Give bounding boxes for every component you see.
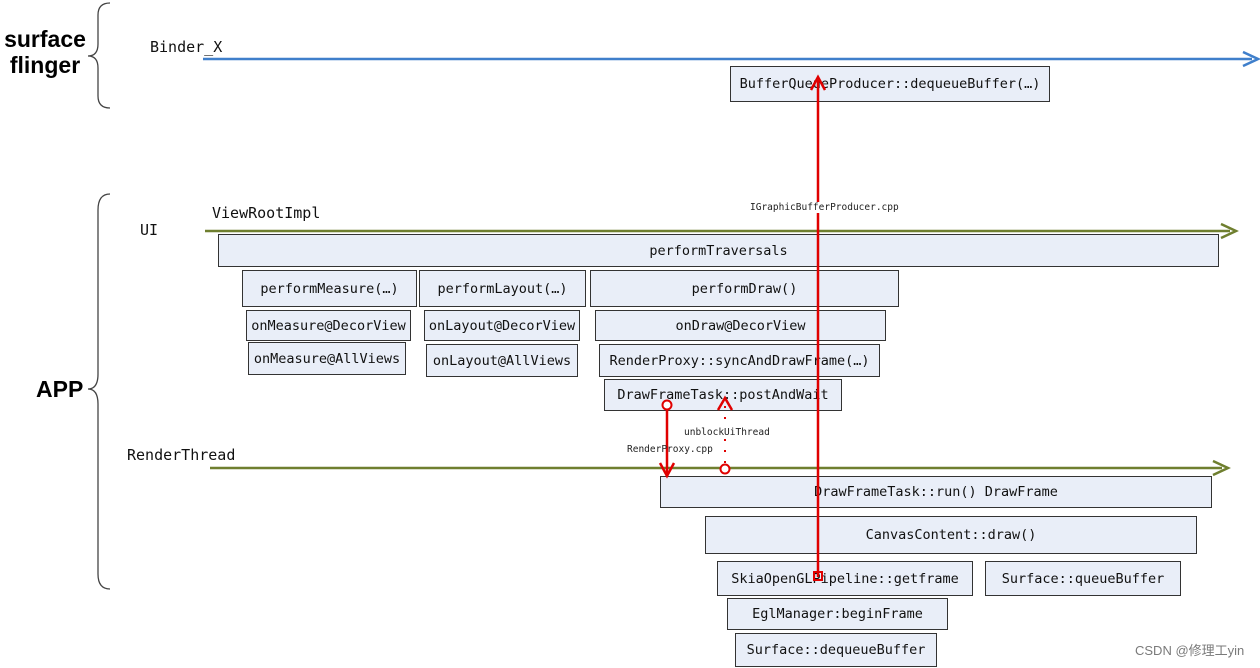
note-igraphicbufferproducer: IGraphicBufferProducer.cpp [750, 202, 899, 213]
note-renderproxy-cpp: RenderProxy.cpp [627, 444, 713, 455]
renderthread-lane-arrowhead [1212, 459, 1231, 477]
brace-surface-flinger [87, 2, 111, 109]
lane-label-renderthread: RenderThread [127, 446, 236, 464]
box-onmeasure-decorview: onMeasure@DecorView [246, 310, 411, 341]
box-bufferqueueproducer-dequeuebuffer: BufferQueueProducer::dequeueBuffer(…) [730, 66, 1050, 102]
brace-app [87, 193, 111, 590]
box-onlayout-decorview: onLayout@DecorView [424, 310, 580, 341]
ui-lane-arrowhead [1220, 222, 1239, 240]
box-performmeasure: performMeasure(…) [242, 270, 417, 307]
lane-label-binder: Binder_X [150, 38, 223, 56]
note-unblockuithread: unblockUiThread [684, 427, 770, 438]
box-surface-dequeuebuffer: Surface::dequeueBuffer [735, 633, 937, 667]
lane-label-viewrootimpl: ViewRootImpl [212, 204, 321, 222]
binder-lane-arrowhead [1242, 50, 1260, 68]
unblock-origin [719, 463, 731, 475]
box-ondraw-decorview: onDraw@DecorView [595, 310, 886, 341]
box-performtraversals: performTraversals [218, 234, 1219, 267]
box-onmeasure-allviews: onMeasure@AllViews [248, 342, 406, 375]
box-canvascontent-draw: CanvasContent::draw() [705, 516, 1197, 554]
group-label-surface-flinger: surface flinger [4, 26, 86, 78]
box-renderproxy-syncanddrawframe: RenderProxy::syncAndDrawFrame(…) [599, 344, 880, 377]
group-label-app: APP [36, 376, 84, 402]
box-onlayout-allviews: onLayout@AllViews [426, 344, 578, 377]
box-performlayout: performLayout(…) [419, 270, 586, 307]
box-performdraw: performDraw() [590, 270, 899, 307]
watermark: CSDN @修理工yin [1135, 643, 1245, 658]
postandwait-call-arrowhead [658, 462, 676, 479]
box-surface-queuebuffer: Surface::queueBuffer [985, 561, 1181, 596]
box-drawframetask-postandwait: DrawFrameTask::postAndWait [604, 379, 842, 411]
box-skiaopenglpipeline-getframe: SkiaOpenGLPipeline::getframe [717, 561, 973, 596]
box-eglmanager-beginframe: EglManager:beginFrame [727, 598, 948, 630]
box-drawframetask-run: DrawFrameTask::run() DrawFrame [660, 476, 1212, 508]
lane-label-ui: UI [140, 221, 159, 239]
